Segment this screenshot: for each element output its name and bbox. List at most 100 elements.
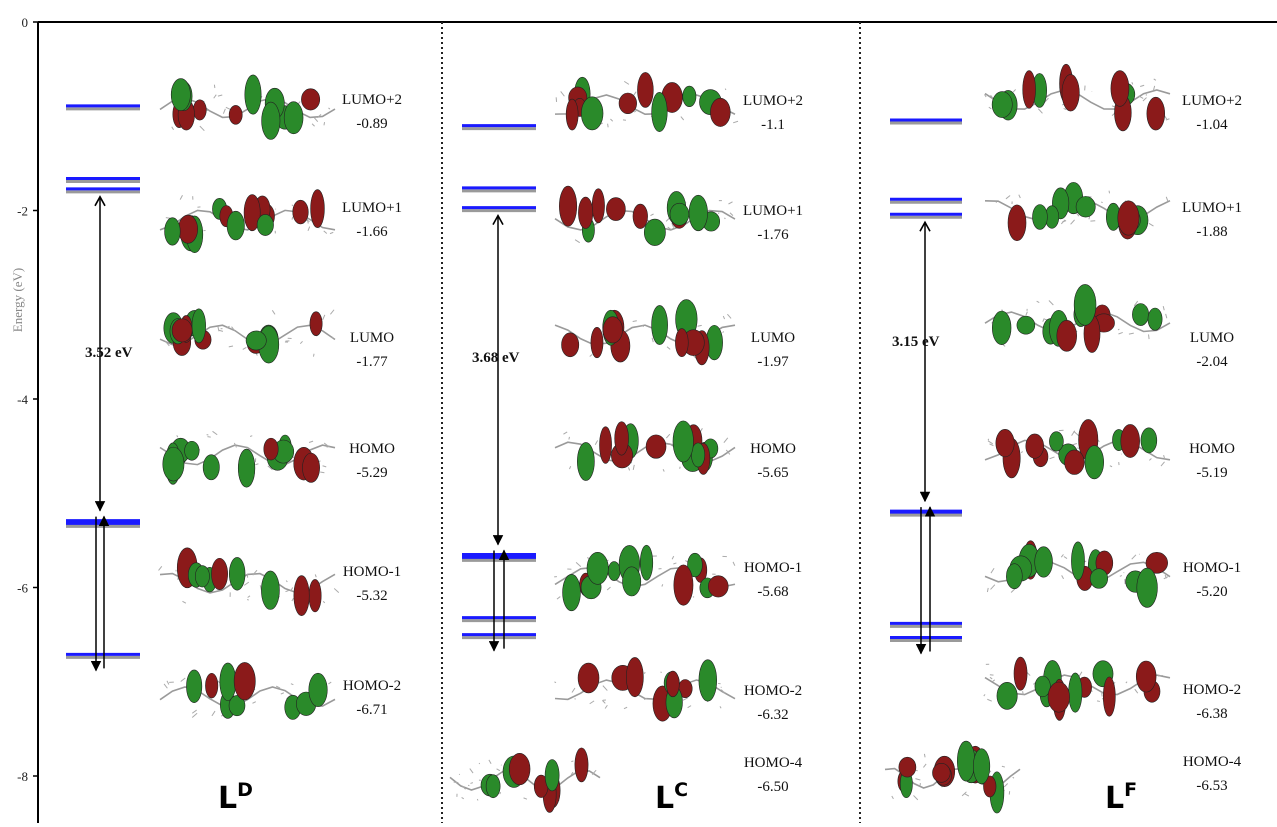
orbital-isosurface-homo-1	[985, 541, 1170, 608]
orbital-lobe	[261, 571, 279, 610]
molecule-bond	[590, 354, 593, 356]
orbital-lobe	[899, 757, 916, 777]
molecule-bond	[662, 584, 663, 586]
orbital-label: HOMO-2	[1183, 682, 1241, 698]
orbital-energy: -1.97	[757, 354, 789, 370]
molecule-bond	[1071, 220, 1075, 224]
orbital-lobe	[301, 89, 319, 110]
molecule-bond	[733, 121, 738, 123]
orbital-lobe	[1026, 434, 1044, 458]
molecule-bond	[1149, 334, 1150, 339]
molecule-bond	[628, 467, 629, 470]
molecule-bond	[1126, 682, 1127, 683]
orbital-energy: -6.50	[757, 779, 788, 795]
molecule-bond	[1097, 701, 1100, 702]
molecule-bond	[964, 794, 969, 797]
y-tick-label: -8	[17, 769, 28, 784]
molecule-bond	[1153, 86, 1154, 91]
orbital-lobe	[1017, 316, 1035, 334]
orbital-lobe	[509, 753, 530, 785]
molecule-bond	[990, 677, 992, 679]
molecule-bond	[255, 464, 258, 465]
orbital-energy: -5.68	[757, 584, 788, 600]
orbital-isosurface-homo	[555, 421, 735, 481]
molecule-bond	[730, 213, 733, 216]
molecule-bond	[673, 563, 676, 564]
orbital-lobe	[710, 98, 730, 126]
orbital-lobe	[195, 566, 209, 587]
orbital-lobe	[186, 670, 201, 703]
molecule-bond	[324, 122, 325, 125]
molecule-bond	[650, 214, 653, 216]
molecule-bond	[244, 582, 249, 585]
orbital-isosurface-homo-2	[160, 662, 335, 719]
orbital-lobe	[234, 662, 255, 700]
molecule-bond	[323, 466, 327, 467]
orbital-energy: -6.38	[1196, 706, 1227, 722]
panel-name: LF	[1105, 779, 1137, 816]
molecule-bond	[590, 701, 594, 704]
molecule-bond	[218, 95, 222, 96]
orbital-label: LUMO+2	[342, 92, 402, 108]
orbital-label: HOMO-2	[343, 678, 401, 694]
orbital-label: HOMO-2	[744, 683, 802, 699]
molecule-bond	[1062, 575, 1064, 579]
molecule-bond	[330, 232, 333, 233]
molecule-bond	[315, 574, 316, 577]
orbital-lobe	[309, 673, 327, 706]
molecule-bond	[720, 706, 721, 708]
orbital-lobe	[262, 102, 280, 139]
orbital-lobe	[1062, 74, 1079, 111]
molecule-bond	[563, 432, 567, 434]
orbital-energy: -5.20	[1196, 584, 1227, 600]
orbital-energy: -1.1	[761, 117, 785, 133]
molecule-bond	[988, 439, 989, 440]
molecule-bond	[572, 688, 575, 692]
molecule-bond	[309, 441, 313, 442]
molecule-bond	[272, 310, 275, 314]
orbital-lobe	[652, 92, 668, 131]
molecule-bond	[1158, 675, 1163, 676]
molecule-bond	[923, 764, 926, 767]
orbital-isosurface-homo	[160, 431, 335, 487]
orbital-lobe	[559, 186, 576, 226]
molecule-bond	[164, 684, 167, 688]
molecule-bond	[1050, 457, 1055, 459]
orbital-label: LUMO	[350, 330, 394, 346]
molecule-bond	[645, 672, 646, 674]
orbital-energy: -6.32	[757, 707, 788, 723]
orbital-lobe	[689, 195, 708, 231]
molecule-bond	[247, 599, 249, 600]
molecule-bond	[470, 769, 473, 774]
orbital-lobe	[293, 200, 309, 224]
molecule-bond	[608, 124, 609, 128]
molecule-bond	[328, 682, 331, 684]
molecule-bond	[219, 330, 223, 331]
molecule-bond	[1166, 314, 1167, 318]
molecule-bond	[727, 314, 731, 318]
orbital-lobe	[578, 197, 592, 229]
orbital-energy: -0.89	[356, 116, 387, 132]
orbital-lobe	[619, 93, 637, 114]
gap-label: 3.68 eV	[472, 350, 520, 366]
molecule-bond	[213, 431, 218, 434]
molecule-bond	[603, 686, 607, 691]
gap-label: 3.52 eV	[85, 345, 133, 361]
y-tick-label: -2	[17, 204, 28, 219]
y-tick-label: -6	[17, 581, 28, 596]
molecule-bond	[500, 792, 501, 794]
orbital-isosurface-lumo+1	[985, 182, 1170, 240]
molecule-bond	[323, 315, 325, 320]
orbital-energy: -2.04	[1196, 354, 1228, 370]
orbital-lobe	[311, 190, 325, 228]
orbital-energy: -5.32	[356, 588, 387, 604]
orbital-label: HOMO-1	[343, 564, 401, 580]
molecule-bond	[1140, 85, 1144, 86]
orbital-lobe	[699, 660, 717, 701]
orbital-lobe	[1014, 657, 1027, 690]
orbital-lobe	[1071, 542, 1084, 580]
molecule-bond	[554, 682, 556, 683]
molecule-bond	[248, 596, 250, 598]
molecule-bond	[226, 107, 231, 109]
molecule-bond	[291, 684, 293, 685]
